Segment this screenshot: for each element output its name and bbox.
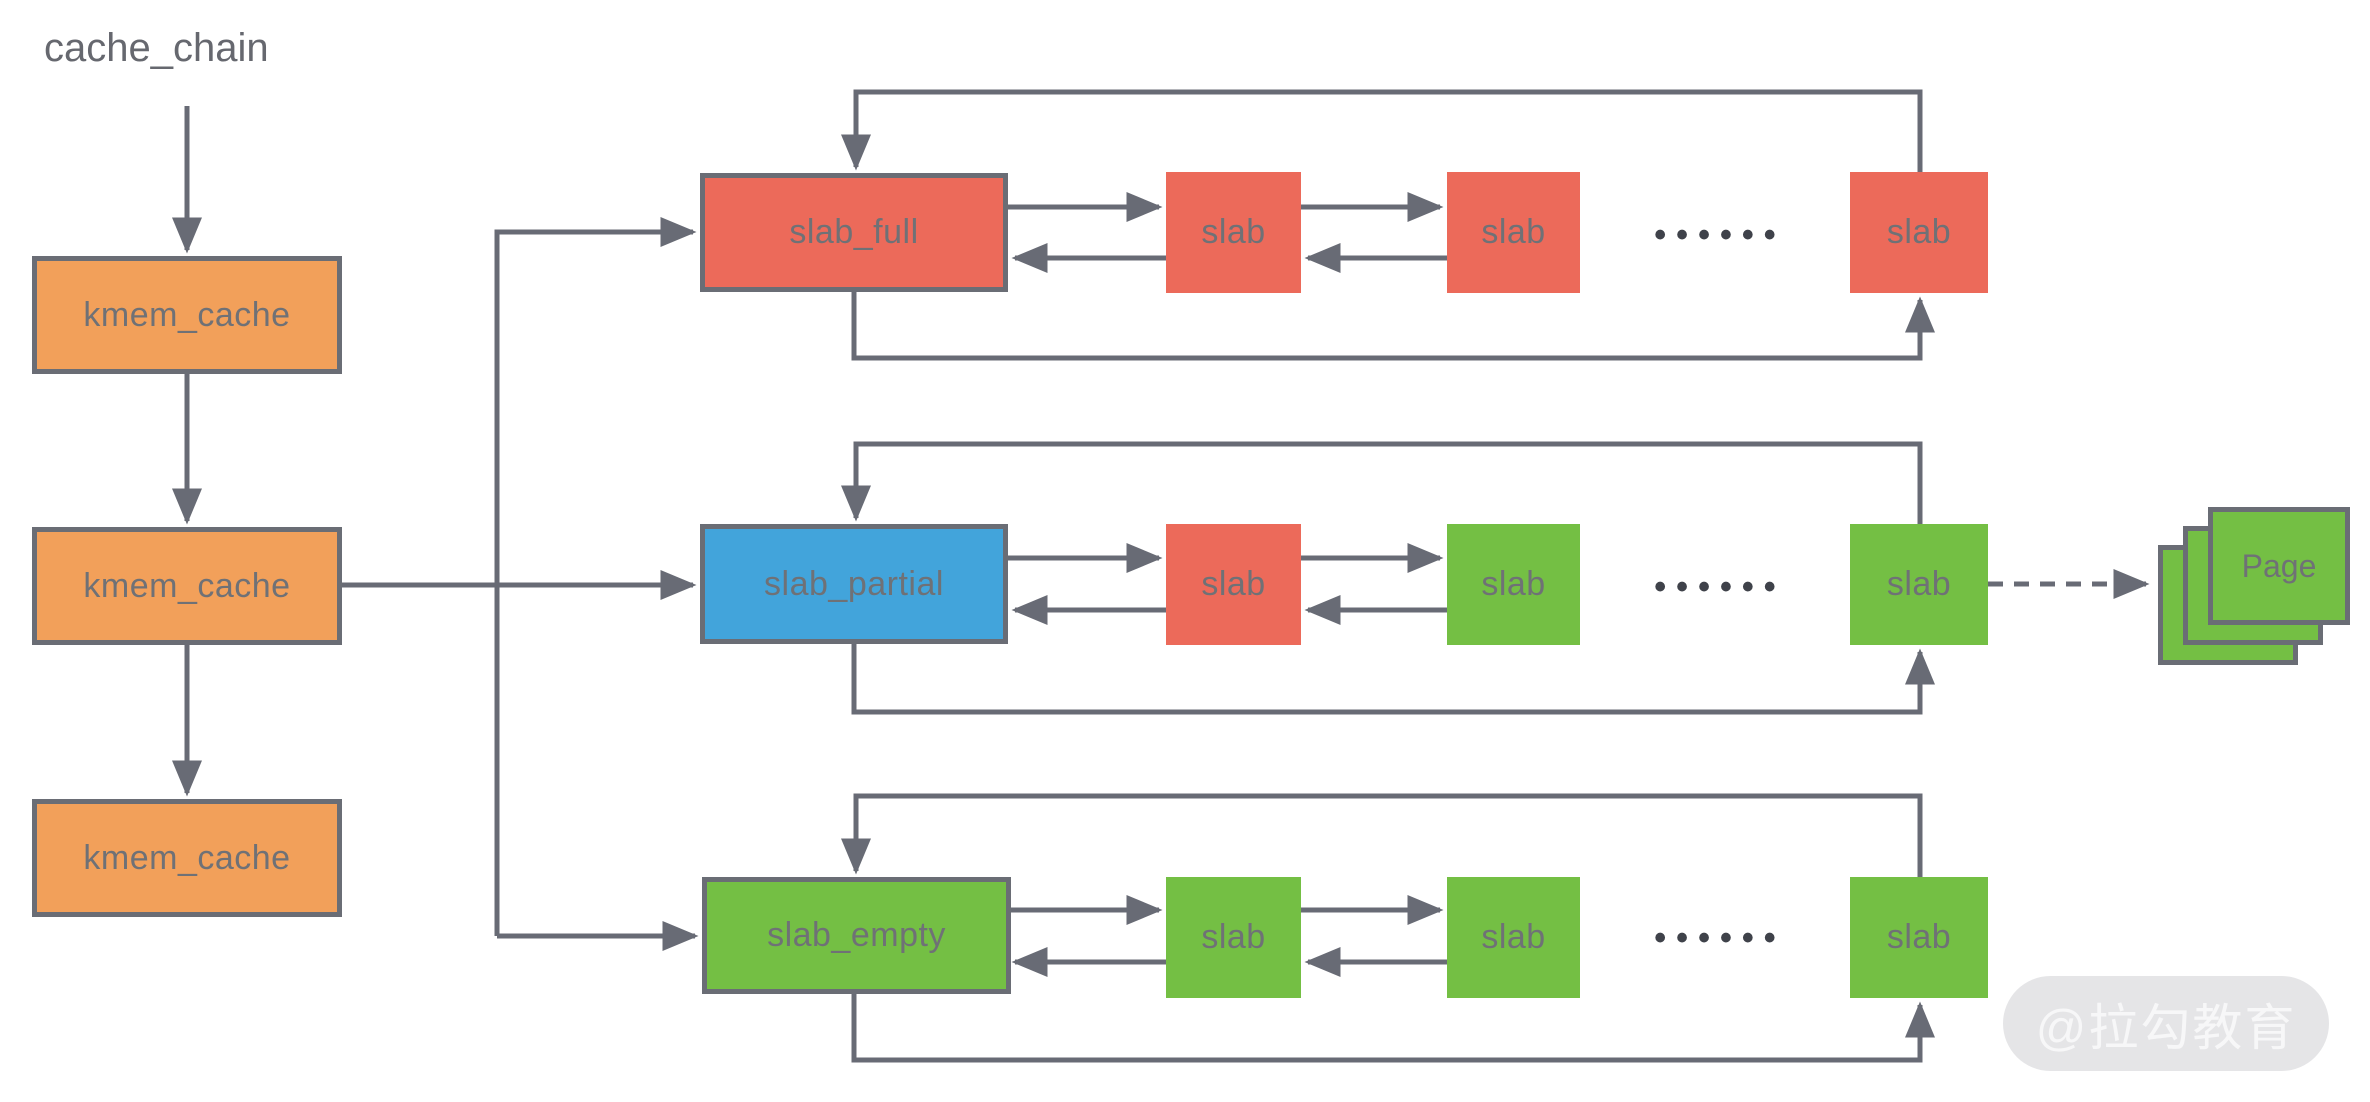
page-sheet-front: Page <box>2208 507 2350 625</box>
kmem-cache-node-3: kmem_cache <box>32 799 342 917</box>
loop-top-row3 <box>841 793 1923 877</box>
watermark-badge: @拉勾教育 <box>2003 976 2329 1071</box>
slab-node: slab <box>1166 524 1301 645</box>
slab-partial-head: slab_partial <box>700 524 1008 644</box>
slab-full-head: slab_full <box>700 173 1008 292</box>
cache-chain-label: cache_chain <box>44 26 269 70</box>
branch-to-slab-full <box>494 217 697 936</box>
slab-node: slab <box>1850 524 1988 645</box>
kmem-cache-node-2: kmem_cache <box>32 527 342 645</box>
ellipsis-dots: •••••• <box>1654 918 1786 957</box>
loop-top-row1 <box>841 89 1923 172</box>
slab-empty-head: slab_empty <box>702 877 1011 994</box>
loop-bottom-row3 <box>851 994 1935 1063</box>
ellipsis-dots: •••••• <box>1654 215 1786 254</box>
slab-node: slab <box>1447 524 1580 645</box>
ellipsis-dots: •••••• <box>1654 567 1786 606</box>
slab-node: slab <box>1166 877 1301 998</box>
page-stack: Page <box>2158 507 2350 665</box>
slab-node: slab <box>1447 877 1580 998</box>
loop-top-row2 <box>841 441 1923 524</box>
slab-node: slab <box>1166 172 1301 293</box>
slab-node: slab <box>1850 877 1988 998</box>
slab-node: slab <box>1447 172 1580 293</box>
loop-bottom-row1 <box>851 292 1935 361</box>
kmem-cache-node-1: kmem_cache <box>32 256 342 374</box>
slab-node: slab <box>1850 172 1988 293</box>
loop-bottom-row2 <box>851 644 1935 715</box>
